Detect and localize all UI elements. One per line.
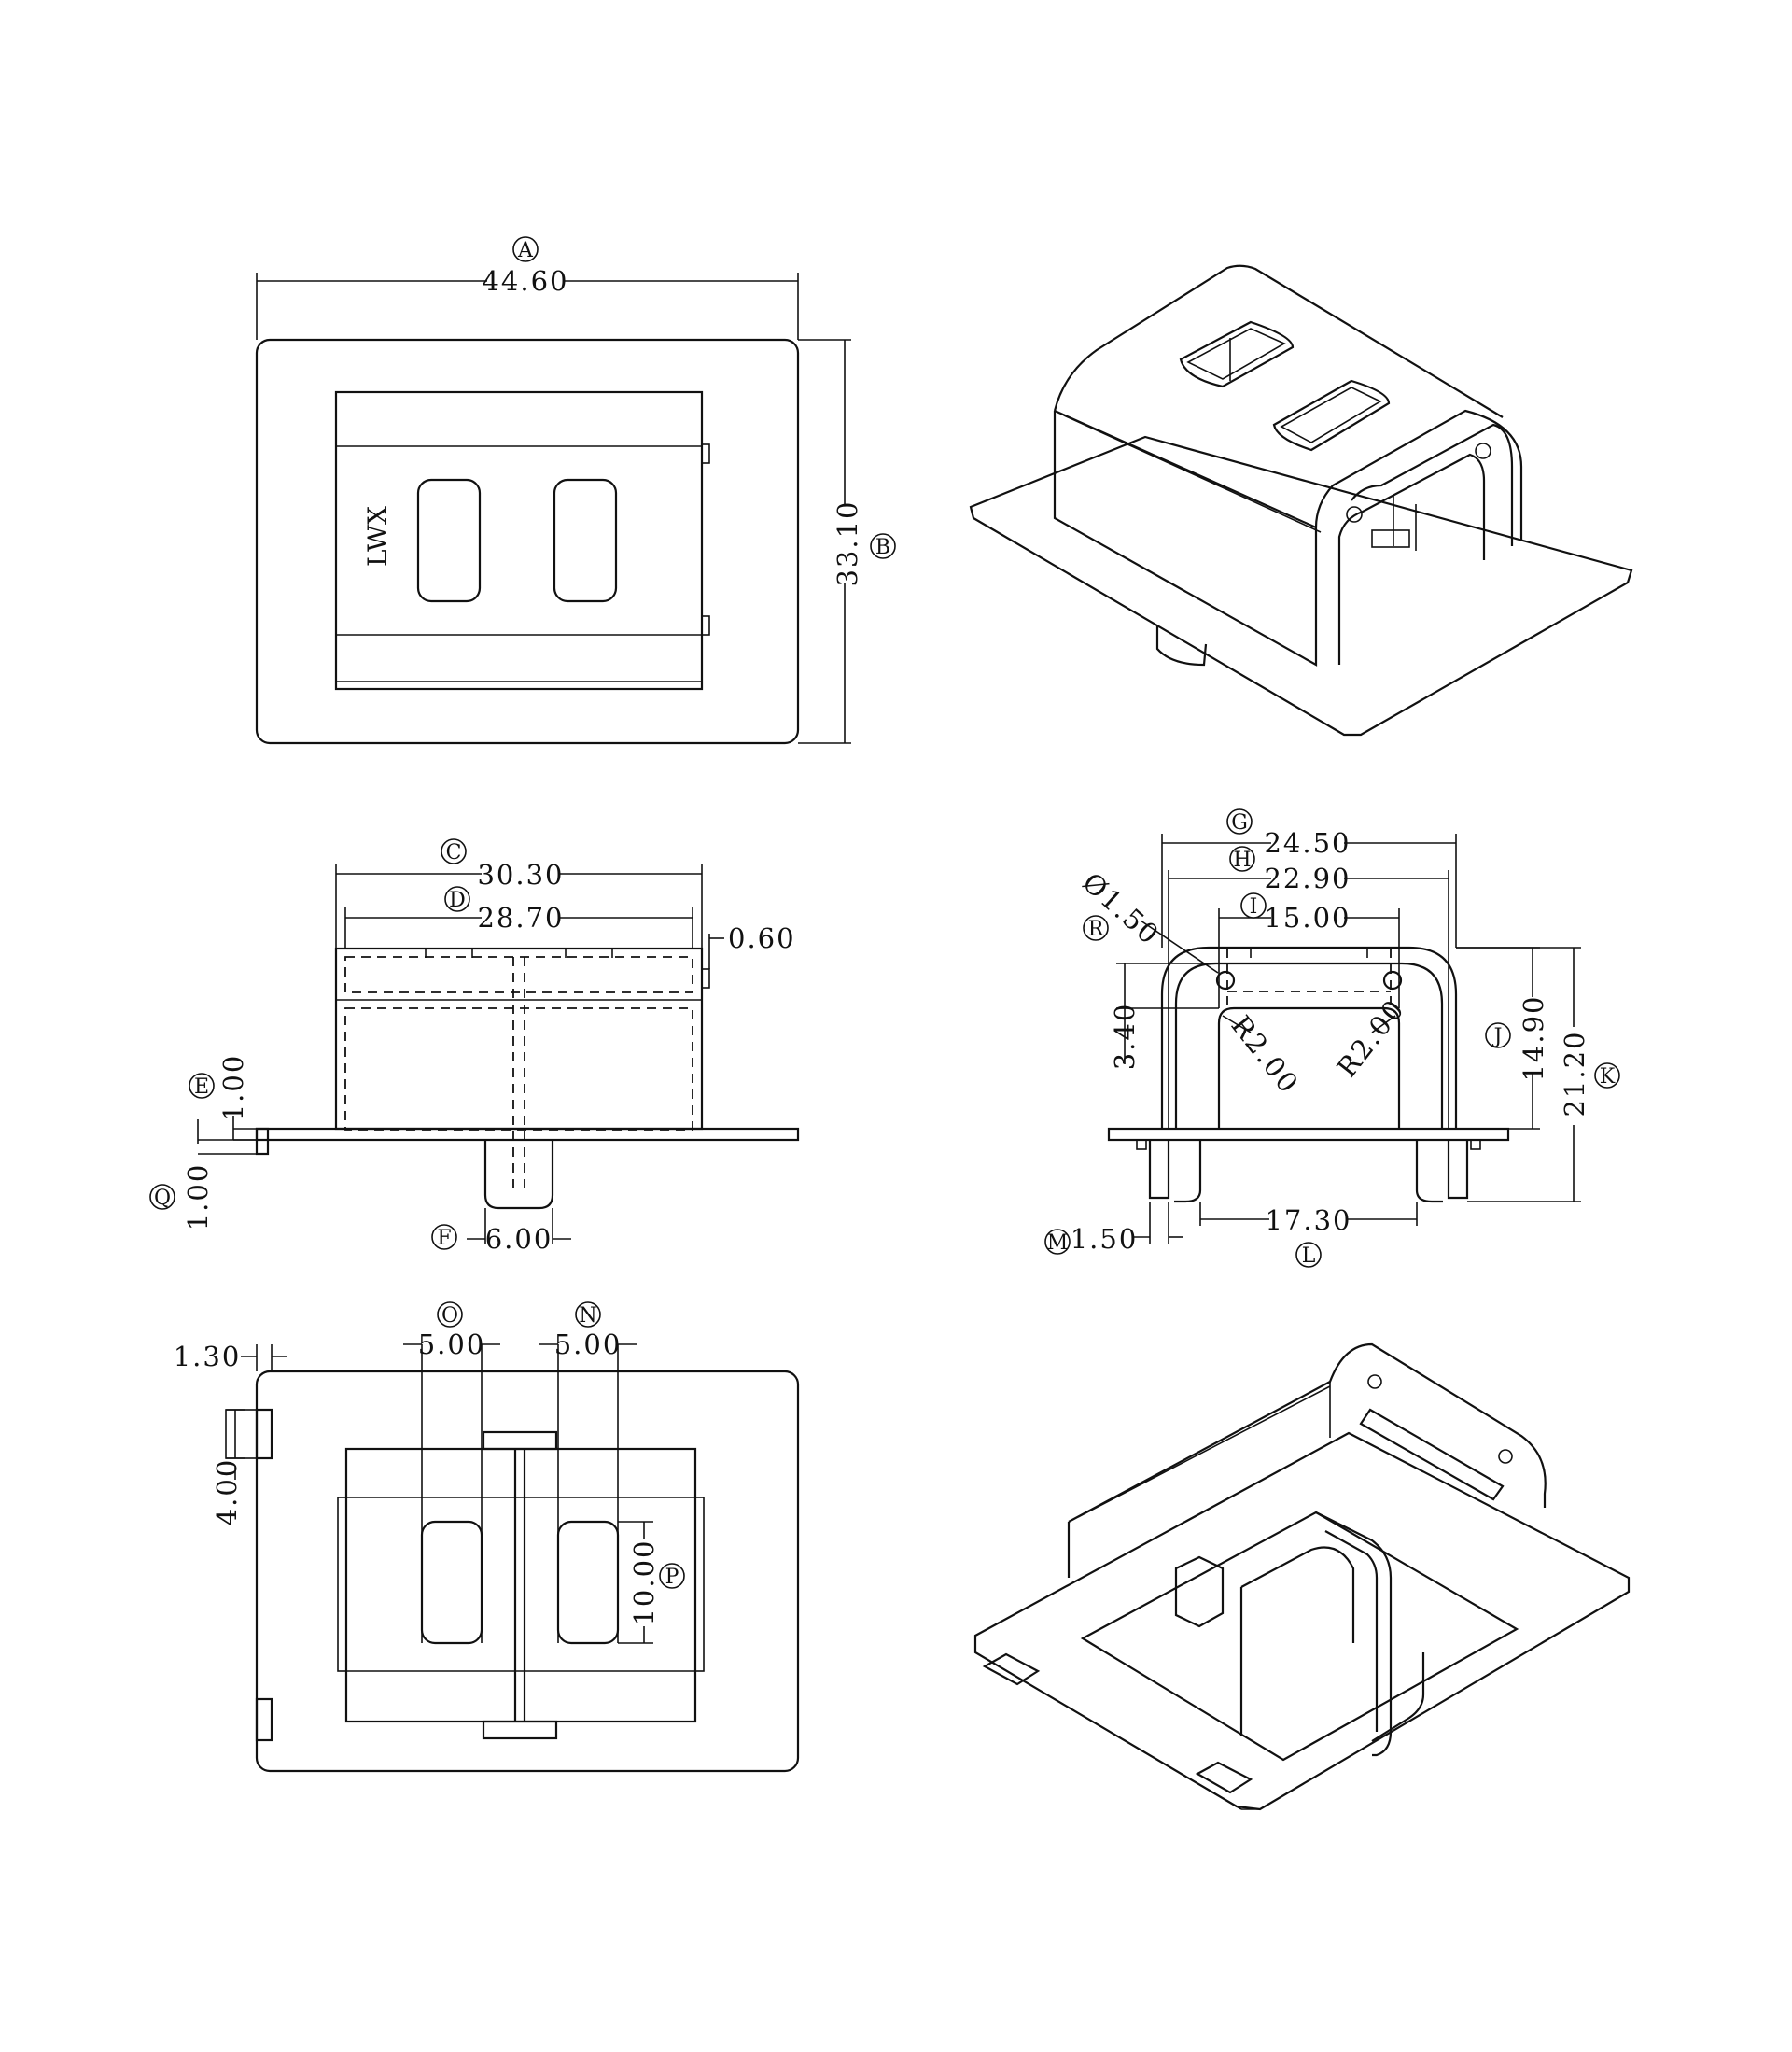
bottom-slot-right xyxy=(556,1520,620,1645)
front-view: C 30.30 D 28.70 0.60 E 1.00 1.00 Q xyxy=(149,838,800,1255)
dim-tag-b: B xyxy=(875,536,890,559)
dim-tag-m: M xyxy=(1047,1231,1069,1255)
dim-tag-r: R xyxy=(1088,918,1105,941)
dim-tag-l: L xyxy=(1302,1244,1316,1268)
front-pin xyxy=(483,1140,554,1210)
window-slot-right xyxy=(553,478,618,603)
iso-window-1 xyxy=(1179,320,1295,388)
dim-d-value: 28.70 xyxy=(477,902,564,934)
dim-g-value: 24.50 xyxy=(1264,827,1351,859)
dim-tag-d: D xyxy=(449,889,466,912)
dim-n-value: 5.00 xyxy=(554,1328,623,1360)
dim-400-value: 4.00 xyxy=(211,1458,243,1526)
dim-tag-g: G xyxy=(1231,811,1248,835)
dim-tag-e: E xyxy=(194,1075,209,1099)
dim-tag-o: O xyxy=(441,1304,458,1328)
dim-tag-k: K xyxy=(1600,1065,1616,1089)
iso-cover-outline xyxy=(1053,409,1523,667)
dim-tag-h: H xyxy=(1233,849,1251,872)
dim-j-value: 14.90 xyxy=(1518,994,1549,1081)
dim-c-value: 30.30 xyxy=(477,859,564,891)
iso-bottom-plate xyxy=(973,1431,1631,1811)
dim-060-value: 0.60 xyxy=(728,922,796,954)
brand-marking: LWX xyxy=(362,506,393,567)
side-bracket-outer xyxy=(1160,946,1458,1129)
iso-window-2 xyxy=(1272,379,1391,452)
dim-130-value: 1.30 xyxy=(174,1341,242,1372)
dim-o-value: 5.00 xyxy=(418,1328,486,1360)
bottom-slot-left xyxy=(420,1520,483,1645)
dim-tag-c: C xyxy=(446,841,462,864)
dim-radius-left: R2.00 xyxy=(1225,1009,1305,1100)
base-plate-outline xyxy=(255,338,800,745)
dim-b-value: 33.10 xyxy=(832,499,863,586)
iso-opening xyxy=(1080,1511,1519,1762)
bottom-view: O 5.00 N 5.00 1.30 4.00 10.00 P xyxy=(174,1301,800,1773)
dim-tag-f: F xyxy=(437,1227,451,1250)
dim-tag-j: J xyxy=(1492,1025,1503,1048)
dim-l-value: 17.30 xyxy=(1265,1204,1351,1236)
dim-tag-a: A xyxy=(517,239,534,262)
dim-e-value: 1.00 xyxy=(217,1054,249,1122)
side-base-plate xyxy=(1107,1127,1510,1142)
dim-tag-i: I xyxy=(1250,895,1258,919)
window-slot-left xyxy=(416,478,482,603)
cover-body xyxy=(334,390,704,691)
front-base-plate xyxy=(255,1127,800,1142)
dim-tag-q: Q xyxy=(154,1187,171,1210)
dim-p-value: 10.00 xyxy=(628,1539,660,1625)
dim-tag-n: N xyxy=(579,1304,596,1328)
dim-h-value: 22.90 xyxy=(1264,863,1351,894)
dim-a-value: 44.60 xyxy=(482,265,568,297)
top-view: LWX A 44.60 33.10 B xyxy=(255,236,896,745)
dim-k-value: 21.20 xyxy=(1559,1030,1590,1117)
isometric-view-top xyxy=(969,264,1633,737)
dim-f-value: 6.00 xyxy=(485,1223,553,1255)
bottom-base-plate xyxy=(255,1370,800,1773)
dim-q-value: 1.00 xyxy=(182,1163,214,1231)
iso-base-plate xyxy=(969,435,1633,737)
isometric-view-bottom xyxy=(973,1342,1631,1811)
dim-340-value: 3.40 xyxy=(1109,1003,1141,1071)
dim-m-value: 1.50 xyxy=(1071,1223,1139,1255)
dim-tag-p: P xyxy=(665,1566,679,1589)
front-cover-body xyxy=(334,947,704,1131)
side-view: G 24.50 H 22.90 I 15.00 Ø1.50 R 3.40 R2.… xyxy=(1044,808,1620,1268)
dim-i-value: 15.00 xyxy=(1264,902,1351,934)
